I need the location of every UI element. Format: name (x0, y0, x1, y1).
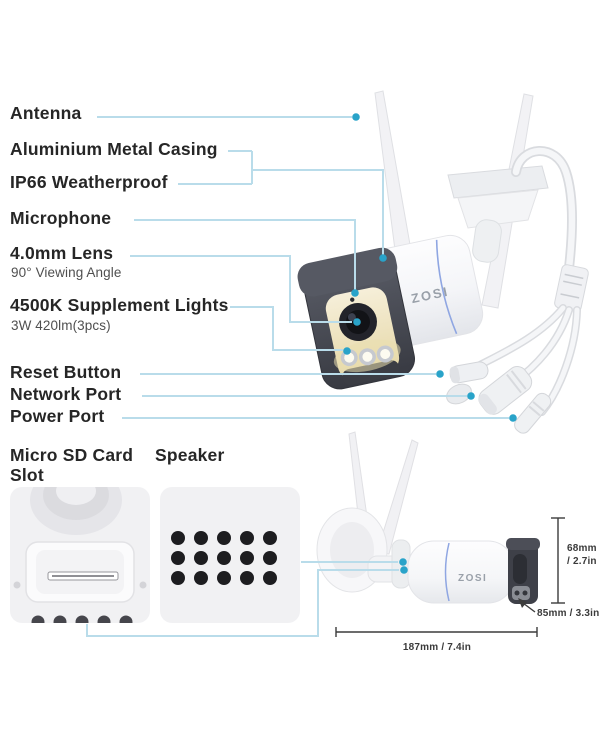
sd-callout-line (86, 569, 399, 637)
sublabel-lens: 90° Viewing Angle (11, 265, 122, 280)
speaker-holes (171, 531, 277, 585)
label-lights: 4500K Supplement Lights (10, 295, 229, 315)
label-weatherproof: IP66 Weatherproof (10, 172, 168, 192)
antenna-left (374, 90, 413, 259)
power-port-connector (514, 392, 552, 434)
label-casing: Aluminium Metal Casing (10, 139, 218, 159)
dimension-depth (518, 598, 536, 613)
dimension-height (551, 517, 565, 604)
sublabel-lights: 3W 420lm(3pcs) (11, 318, 111, 333)
lights-callout-line (230, 306, 343, 351)
label-microphone: Microphone (10, 208, 112, 228)
dimension-length (335, 627, 538, 637)
label-sd-slot: Micro SD Card Slot (10, 445, 134, 485)
lens-callout-line (130, 255, 352, 323)
microphone-hole (350, 297, 355, 302)
mount-bracket (447, 165, 549, 263)
casing-callout-line (178, 150, 384, 255)
dimension-height-in: / 2.7in (567, 556, 597, 567)
callout-lines (86, 116, 509, 637)
front-camera-illustration: ZOSI (297, 90, 589, 434)
label-antenna: Antenna (10, 103, 82, 123)
sd-slot-photo (10, 487, 150, 623)
callout-dots (343, 113, 517, 574)
dimension-depth-label: 85mm / 3.3in (537, 608, 599, 619)
dimension-length-label: 187mm / 7.4in (403, 642, 471, 653)
label-reset: Reset Button (10, 362, 122, 382)
label-network: Network Port (10, 384, 122, 404)
microphone-callout-line (134, 219, 356, 290)
side-camera-illustration: ZOSI (316, 431, 540, 604)
speaker-photo (160, 487, 300, 623)
zosi-logo-side: ZOSI (458, 573, 487, 584)
network-port-connector (478, 366, 533, 415)
reset-button-connector (446, 361, 489, 405)
side-camera-body (407, 540, 515, 604)
dimension-height-mm: 68mm (567, 543, 597, 554)
label-power: Power Port (10, 406, 105, 426)
label-speaker: Speaker (155, 445, 225, 465)
label-lens: 4.0mm Lens (10, 243, 114, 263)
